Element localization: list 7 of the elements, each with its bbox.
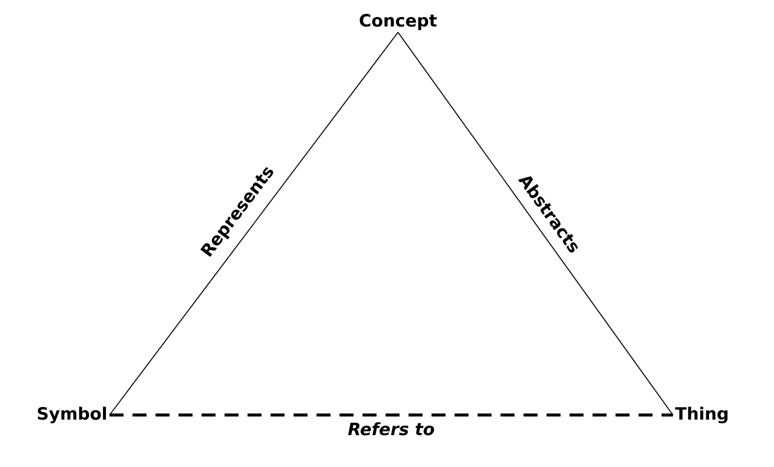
edge-label: Refers to [346, 421, 436, 436]
connector-line [398, 32, 674, 416]
node-label: Thing [675, 406, 728, 424]
connector-line [110, 414, 673, 416]
node-label: Symbol [38, 406, 106, 424]
node-label: Concept [360, 14, 437, 30]
connector-line [109, 32, 398, 416]
